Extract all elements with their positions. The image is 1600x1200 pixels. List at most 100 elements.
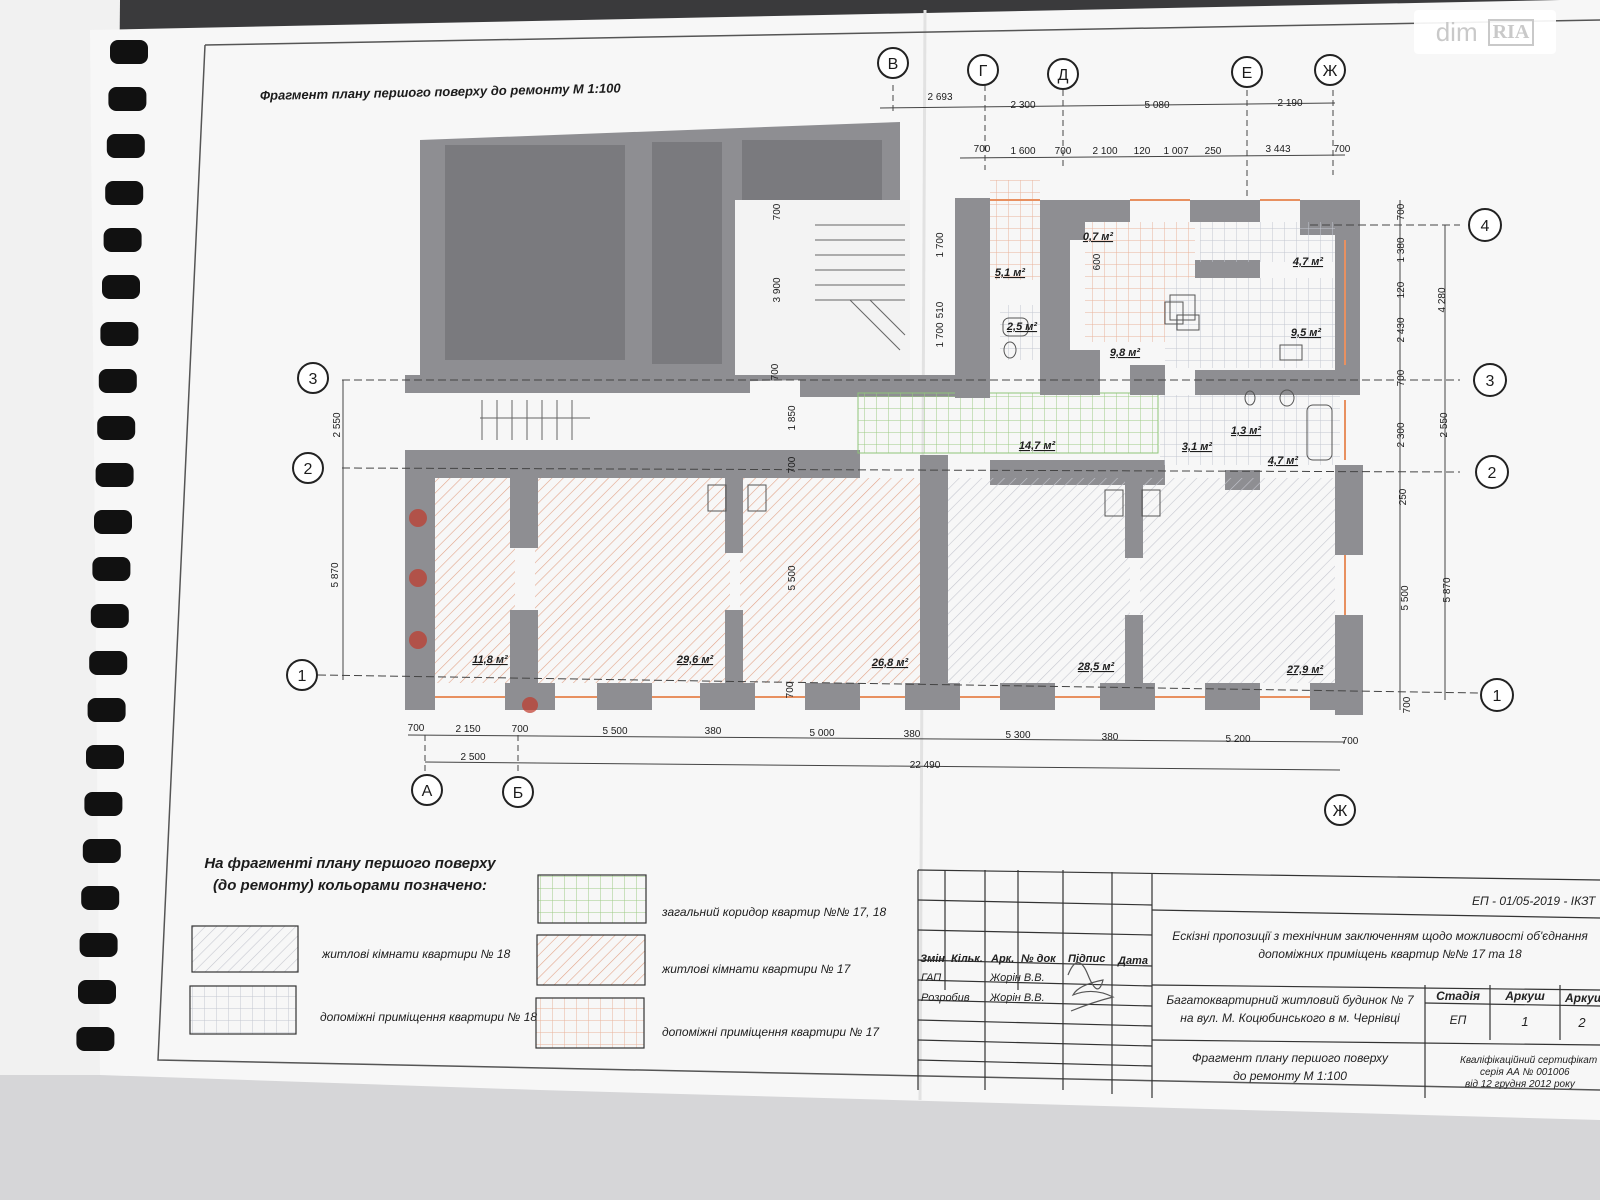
binding-ring [89, 651, 128, 675]
dim-top-r2-8: 3 443 [1265, 144, 1290, 155]
dim-right-9: 700 [1402, 696, 1413, 713]
dim-left-1: 2 550 [332, 412, 343, 437]
dim-inner-1: 3 900 [772, 277, 783, 302]
legend-swatch-apt18-aux [189, 985, 297, 1035]
building-line-2: на вул. М. Коцюбинського в м. Чернівці [1180, 1011, 1400, 1025]
room-area-28-5: 28,5 м² [1077, 661, 1115, 673]
binding-ring [78, 980, 116, 1004]
dim-bot-11: 700 [1342, 736, 1359, 747]
binding-ring [110, 40, 148, 64]
axis-letter-zh-bottom: Ж [1333, 803, 1348, 820]
dim-right-7: 250 [1398, 488, 1409, 505]
dim-right-5: 700 [1396, 369, 1407, 386]
watermark-text-b: RIA [1487, 18, 1535, 46]
col-header-sheet: Арк. [990, 953, 1014, 965]
dim-top-2: 2 300 [1010, 100, 1035, 111]
legend-label-common-corridor: загальний коридор квартир №№ 17, 18 [661, 905, 887, 919]
room-area-27-9: 27,9 м² [1286, 664, 1324, 676]
binding-ring [76, 1027, 115, 1051]
dim-bot-r2-1: 2 500 [460, 752, 485, 763]
watermark-text-a: dim [1435, 16, 1478, 47]
axis-letter-e: Е [1242, 65, 1253, 82]
dim-right-6: 2 300 [1396, 422, 1407, 447]
dim-top-r2-2: 1 600 [1010, 146, 1035, 157]
axis-number-1-left: 1 [298, 668, 307, 685]
legend-swatch-apt18-living [191, 925, 299, 973]
axis-number-1-right: 1 [1493, 688, 1502, 705]
project-line-2: допоміжних приміщень квартир №№ 17 та 18 [1258, 947, 1522, 961]
binding-ring [86, 745, 124, 769]
signature-scribble [1067, 961, 1115, 1012]
dim-inner-4: 700 [772, 203, 783, 220]
sheet-title-line-1: Фрагмент плану першого поверху [1192, 1051, 1389, 1065]
dim-inner-10: 510 [935, 301, 946, 318]
binding-ring [87, 698, 126, 722]
dim-top-r2-4: 2 100 [1092, 146, 1117, 157]
room-area-9-5: 9,5 м² [1291, 327, 1321, 339]
dim-top-r2-6: 1 007 [1163, 146, 1188, 157]
row2-name: Жорін В.В. [989, 992, 1045, 1004]
spiral-binding [76, 40, 148, 1051]
binding-ring [108, 87, 147, 111]
cert-line-1: Кваліфікаційний сертифікат [1460, 1054, 1597, 1066]
col-header-date: Дата [1117, 955, 1148, 967]
dim-right-8: 5 500 [1400, 585, 1411, 610]
room-area-4-7-bath: 4,7 м² [1267, 455, 1298, 467]
axis-letter-zh-top: Ж [1323, 63, 1338, 80]
room-area-1-3: 1,3 м² [1231, 425, 1261, 437]
binding-ring [94, 510, 132, 534]
dim-right-12: 5 870 [1442, 577, 1453, 602]
legend-label-apt18-aux: допоміжні приміщення квартири № 18 [320, 1010, 537, 1024]
col-header-qty: Кільк. [951, 953, 983, 965]
dim-right-11: 2 550 [1439, 412, 1450, 437]
dim-right-10: 4 280 [1437, 287, 1448, 312]
room-area-14-7: 14,7 м² [1019, 440, 1056, 452]
dim-top-r2-5: 120 [1134, 146, 1151, 157]
room-area-29-6: 29,6 м² [676, 654, 714, 666]
dim-top-4: 2 190 [1277, 98, 1302, 109]
binding-ring [92, 557, 131, 581]
dim-bot-1: 700 [408, 723, 425, 734]
col-header-signature: Підпис [1068, 953, 1105, 965]
dim-right-4: 2 430 [1396, 317, 1407, 342]
legend: На фрагменті плану першого поверху (до р… [189, 855, 887, 1049]
room-area-4-7-top: 4,7 м² [1292, 256, 1323, 268]
dim-right-1: 700 [1396, 203, 1407, 220]
dim-top-r2-3: 700 [1055, 146, 1072, 157]
col-header-doc: № док [1021, 953, 1057, 965]
legend-heading-1: На фрагменті плану першого поверху [204, 855, 496, 872]
dim-inner-5: 700 [770, 363, 781, 380]
row2-role: Розробив [921, 992, 970, 1004]
binding-ring [100, 322, 139, 346]
sheet-value: 1 [1521, 1014, 1528, 1029]
axis-letter-g: Г [979, 63, 988, 80]
legend-label-apt17-living: житлові кімнати квартири № 17 [661, 962, 852, 976]
dim-inner-2: 1 850 [787, 405, 798, 430]
dim-right-3: 120 [1396, 281, 1407, 298]
binding-ring [97, 416, 136, 440]
binding-ring [106, 134, 145, 158]
dim-right-2: 1 380 [1396, 237, 1407, 262]
room-area-11-8: 11,8 м² [472, 654, 508, 666]
room-area-3-1: 3,1 м² [1182, 441, 1212, 453]
dim-inner-6: 700 [787, 456, 798, 473]
dim-bot-4: 5 500 [602, 726, 627, 737]
binding-ring [81, 886, 120, 910]
dim-bot-10: 5 200 [1225, 734, 1250, 745]
room-area-9-8: 9,8 м² [1110, 347, 1140, 359]
legend-swatch-apt17-living [536, 934, 646, 986]
room-area-2-5: 2,5 м² [1006, 321, 1037, 333]
dim-top-3: 5 080 [1144, 100, 1169, 111]
dim-left-2: 5 870 [330, 562, 341, 587]
floor-plan [405, 122, 1363, 715]
watermark-logo: dim RIA [1414, 10, 1556, 54]
row1-name: Жорін В.В. [989, 972, 1045, 984]
binding-ring [90, 604, 129, 628]
cert-line-2: серія АА № 001006 [1480, 1067, 1570, 1078]
binding-ring [105, 181, 144, 205]
dim-inner-3: 5 500 [787, 565, 798, 590]
axis-number-3-left: 3 [309, 371, 318, 388]
dim-inner-8: 1 700 [935, 232, 946, 257]
room-area-0-7: 0,7 м² [1083, 231, 1113, 243]
axis-letter-b: Б [513, 785, 524, 802]
